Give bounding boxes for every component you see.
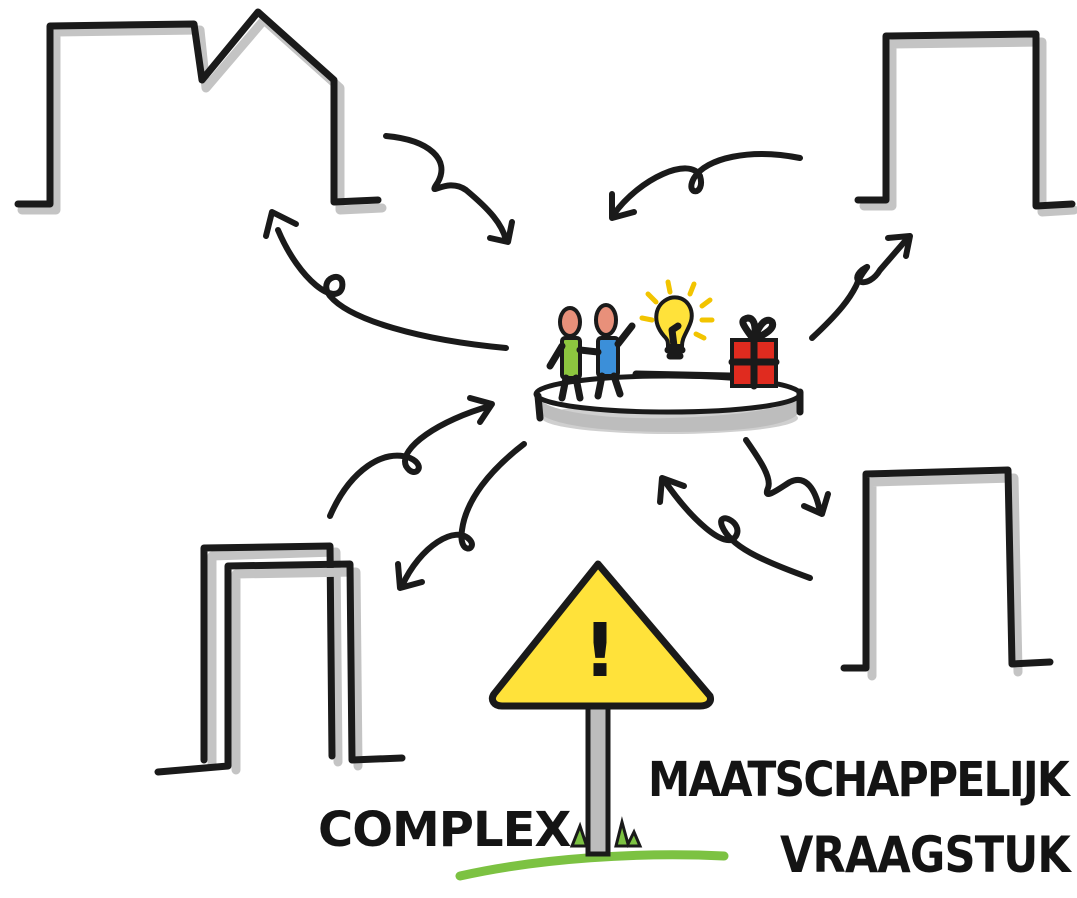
curved-arrow-icon bbox=[657, 475, 813, 581]
gift-icon bbox=[728, 314, 780, 390]
curved-arrow-icon bbox=[383, 133, 515, 245]
label-complex: COMPLEX bbox=[318, 802, 571, 858]
label-maatschappelijk: MAATSCHAPPELIJK bbox=[648, 752, 1071, 808]
lightbulb-icon bbox=[639, 279, 715, 360]
curved-arrow-icon bbox=[327, 395, 495, 519]
building-outline-icon bbox=[854, 30, 1077, 217]
curved-arrow-icon bbox=[743, 437, 831, 517]
curved-arrow-icon bbox=[609, 151, 803, 221]
door-frame-icon bbox=[154, 542, 406, 776]
curved-arrow-icon bbox=[395, 441, 527, 591]
curved-arrow-icon bbox=[809, 233, 913, 341]
warning-sign-icon: ! bbox=[455, 560, 729, 881]
house-outline-icon bbox=[14, 8, 387, 215]
building-outline-icon bbox=[840, 466, 1054, 681]
people-icon bbox=[546, 303, 636, 402]
curved-arrow-icon bbox=[263, 209, 509, 351]
warning-sign-symbol: ! bbox=[583, 608, 617, 694]
label-vraagstuk: VRAAGSTUK bbox=[780, 826, 1073, 884]
